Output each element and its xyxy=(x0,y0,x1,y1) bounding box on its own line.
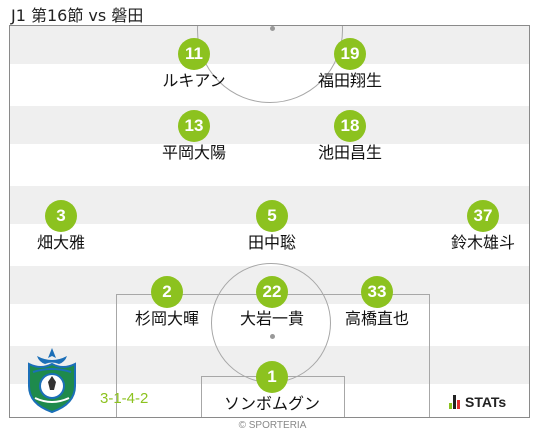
player-marker[interactable]: 22 大岩一貴 xyxy=(202,276,342,328)
player-name: 高橋直也 xyxy=(344,309,409,328)
player-number: 22 xyxy=(256,276,288,308)
player-name: ソンボムグン xyxy=(223,394,320,413)
player-marker[interactable]: 37 鈴木雄斗 xyxy=(413,200,545,252)
player-name: 福田翔生 xyxy=(317,71,382,90)
player-name: 田中聡 xyxy=(247,233,296,252)
player-marker[interactable]: 5 田中聡 xyxy=(202,200,342,252)
player-marker[interactable]: 3 畑大雅 xyxy=(0,200,131,252)
player-marker[interactable]: 33 高橋直也 xyxy=(307,276,447,328)
stats-brand: STATs xyxy=(465,394,507,410)
player-marker[interactable]: 2 杉岡大暉 xyxy=(97,276,237,328)
player-number: 3 xyxy=(45,200,77,232)
stats-bars-icon xyxy=(449,395,460,409)
player-marker[interactable]: 11 ルキアン xyxy=(124,38,264,90)
player-number: 33 xyxy=(361,276,393,308)
player-number: 19 xyxy=(334,38,366,70)
player-name: 池田昌生 xyxy=(317,143,382,162)
player-marker[interactable]: 13 平岡大陽 xyxy=(124,110,264,162)
copyright: © SPORTERIA xyxy=(238,420,307,431)
player-name: ルキアン xyxy=(162,71,226,90)
match-title: J1 第16節 vs 磐田 xyxy=(11,6,144,25)
player-number: 5 xyxy=(256,200,288,232)
penalty-spot xyxy=(270,334,275,339)
player-number: 2 xyxy=(151,276,183,308)
player-number: 1 xyxy=(256,361,288,393)
player-number: 18 xyxy=(334,110,366,142)
center-spot xyxy=(270,26,275,31)
club-emblem-icon xyxy=(23,346,81,418)
player-marker[interactable]: 1 ソンボムグン xyxy=(202,361,342,413)
stats-logo: STATs xyxy=(449,395,506,409)
player-name: 平岡大陽 xyxy=(161,143,226,162)
player-name: 大岩一貴 xyxy=(239,309,304,328)
formation-label: 3-1-4-2 xyxy=(100,390,149,407)
player-name: 鈴木雄斗 xyxy=(450,233,515,252)
player-number: 13 xyxy=(178,110,210,142)
player-number: 37 xyxy=(467,200,499,232)
player-name: 畑大雅 xyxy=(36,233,85,252)
player-marker[interactable]: 18 池田昌生 xyxy=(280,110,420,162)
pitch-stripe xyxy=(10,144,529,186)
player-number: 11 xyxy=(178,38,210,70)
player-name: 杉岡大暉 xyxy=(134,309,199,328)
player-marker[interactable]: 19 福田翔生 xyxy=(280,38,420,90)
pitch-stripe xyxy=(10,106,529,144)
